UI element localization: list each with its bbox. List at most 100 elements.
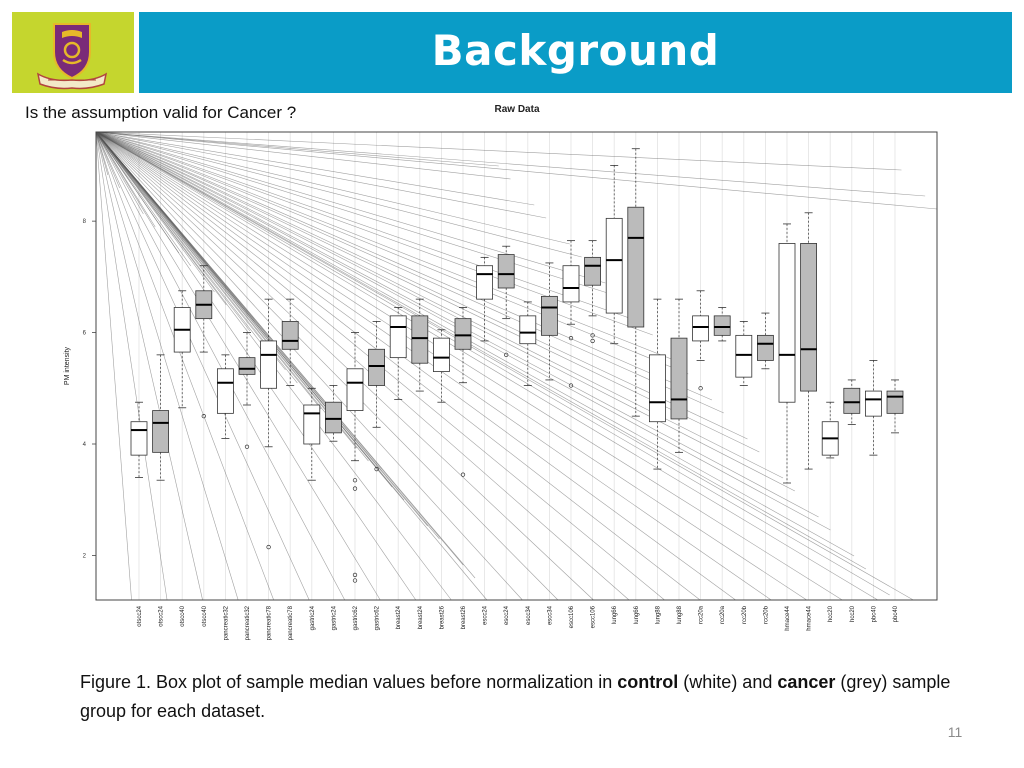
x-tick-label: rcc20a <box>699 605 705 624</box>
y-axis-label: PM intensity <box>64 346 71 385</box>
box-control <box>649 354 666 423</box>
fan-line <box>95 131 890 596</box>
fan-line <box>95 131 346 601</box>
x-tick-label: escc24 <box>483 605 489 625</box>
box-control <box>432 337 450 372</box>
box-control <box>605 217 623 314</box>
question-text: Is the assumption valid for Cancer ? <box>25 103 297 122</box>
box-cancer <box>324 401 342 434</box>
x-tick-label: pbc40 <box>893 605 899 622</box>
x-tick-label: pancreatic78 <box>267 605 273 640</box>
fan-line <box>95 131 748 440</box>
x-tick-label: otscc24 <box>137 605 143 626</box>
fan-line <box>95 131 843 601</box>
university-crest-icon <box>36 23 108 90</box>
fan-line <box>95 131 239 601</box>
x-tick-label: rcc20b <box>763 605 769 624</box>
box-control <box>562 265 580 303</box>
x-tick-label: rcc20a <box>720 605 726 624</box>
box-cancer <box>886 390 904 414</box>
page-number: 11 <box>947 724 963 740</box>
fan-line <box>95 131 760 453</box>
x-tick-label: otscc24 <box>159 605 165 626</box>
box-cancer <box>584 256 601 286</box>
box-control <box>260 340 278 389</box>
outlier-point <box>460 472 466 477</box>
fan-line <box>95 131 381 601</box>
x-tick-label: escc34 <box>526 605 532 625</box>
box-control <box>303 404 321 445</box>
outlier-point <box>590 338 595 344</box>
x-tick-label: breast26 <box>439 605 445 629</box>
fan-line <box>95 131 938 210</box>
x-tick-label: lung88 <box>677 605 683 624</box>
figure-caption: Figure 1. Box plot of sample median valu… <box>80 668 960 726</box>
fan-line <box>95 131 807 601</box>
outlier-point <box>352 572 358 578</box>
fan-line <box>95 131 867 570</box>
box-cancer <box>540 295 558 336</box>
box-control <box>692 315 709 342</box>
box-control <box>130 421 148 456</box>
box-cancer <box>713 315 731 336</box>
fan-line <box>95 131 606 284</box>
fan-line <box>95 131 594 601</box>
box-control <box>346 368 364 411</box>
x-tick-label: hmace44 <box>785 605 791 630</box>
fan-line <box>95 131 547 219</box>
box-cancer <box>670 337 688 420</box>
box-control <box>865 390 882 417</box>
box-cancer <box>152 410 169 453</box>
y-tick-label: 2 <box>83 553 87 559</box>
y-tick-label: 6 <box>83 331 87 337</box>
x-tick-label: pbc40 <box>871 605 877 622</box>
box-cancer <box>843 387 861 414</box>
outlier-point <box>266 544 271 550</box>
fan-line <box>95 131 144 215</box>
x-tick-label: lung66 <box>634 605 640 624</box>
x-tick-label: gastric62 <box>375 605 381 630</box>
box-cancer <box>800 243 817 392</box>
fan-line <box>95 131 630 601</box>
box-control <box>476 265 494 300</box>
y-tick-label: 8 <box>83 219 87 225</box>
fan-line <box>95 131 476 579</box>
fan-line <box>95 131 417 601</box>
fan-line <box>95 131 511 180</box>
x-tick-label: escc24 <box>504 605 510 625</box>
caption-text-1: Figure 1. Box plot of sample median valu… <box>80 672 618 692</box>
title-bar: Background <box>139 12 1012 93</box>
x-tick-label: escc106 <box>591 605 597 628</box>
fan-line <box>95 131 203 601</box>
fan-line <box>95 131 736 601</box>
logo-panel <box>12 12 134 93</box>
fan-line <box>95 131 784 479</box>
fan-line <box>95 131 641 323</box>
fan-line <box>95 131 274 601</box>
box-control <box>216 368 234 414</box>
fan-line <box>95 131 132 601</box>
fan-line <box>95 131 689 375</box>
x-tick-label: breast26 <box>461 605 467 629</box>
outlier-point <box>698 386 703 391</box>
fan-line <box>95 131 878 601</box>
x-tick-label: gastric24 <box>310 605 316 630</box>
x-tick-label: pancreatic78 <box>288 605 294 640</box>
x-tick-label: pancreatic32 <box>223 605 229 640</box>
fan-line <box>95 131 795 492</box>
fan-line <box>95 131 263 345</box>
fan-line <box>95 131 582 258</box>
fan-line <box>95 131 488 601</box>
fan-line <box>95 131 855 557</box>
fan-line <box>95 131 559 601</box>
outlier-point <box>352 578 358 583</box>
y-tick-label: 4 <box>83 442 87 448</box>
x-tick-label: breast24 <box>396 605 402 629</box>
x-tick-label: escc34 <box>547 605 553 625</box>
outlier-point <box>374 466 379 472</box>
box-cancer <box>368 348 386 386</box>
plot-frame <box>95 131 938 601</box>
box-cancer <box>454 318 472 350</box>
caption-bold-control: control <box>617 672 679 692</box>
